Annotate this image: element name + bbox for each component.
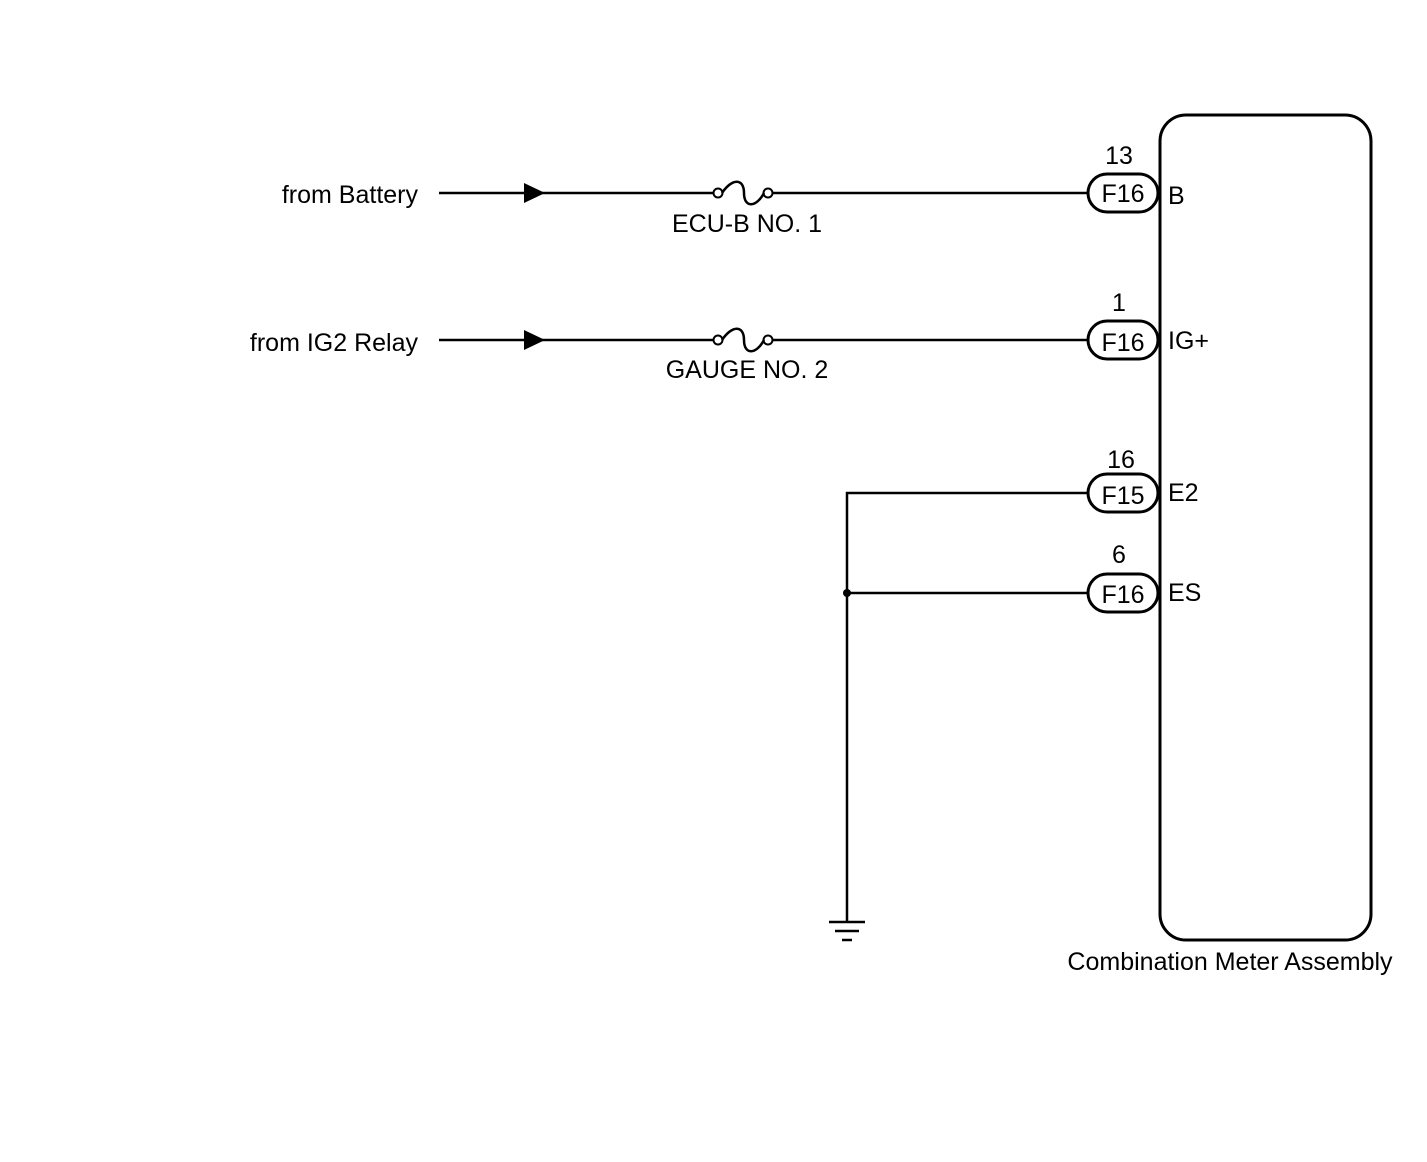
connector-f16-es <box>1086 572 1160 614</box>
connector-f15-e2 <box>1086 472 1160 514</box>
pin-number-b: 13 <box>1105 142 1133 170</box>
arrow-icon <box>524 183 545 203</box>
arrow-icon <box>524 330 545 350</box>
pin-number-ig: 1 <box>1112 289 1126 317</box>
source-label-ig2: from IG2 Relay <box>250 329 419 357</box>
connector-f16-b <box>1086 172 1160 214</box>
connector-label-es: F16 <box>1101 581 1144 609</box>
source-label-battery: from Battery <box>282 181 419 209</box>
connector-label-e2: F15 <box>1101 482 1144 510</box>
terminal-e2: E2 <box>1168 479 1199 507</box>
terminal-es: ES <box>1168 579 1201 607</box>
fuse-label-gauge: GAUGE NO. 2 <box>666 356 829 384</box>
connector-f16-ig <box>1086 319 1160 361</box>
fuse-icon <box>712 327 774 353</box>
junction-dot <box>843 589 851 597</box>
ground-icon <box>829 920 865 942</box>
combination-meter-box <box>1158 113 1373 942</box>
terminal-ig: IG+ <box>1168 327 1209 355</box>
fuse-label-ecu-b: ECU-B NO. 1 <box>672 210 822 238</box>
fuse-icon <box>712 180 774 206</box>
connector-label-ig: F16 <box>1101 329 1144 357</box>
component-label: Combination Meter Assembly <box>1067 948 1393 976</box>
pin-number-es: 6 <box>1112 541 1126 569</box>
terminal-b: B <box>1168 182 1185 210</box>
connector-label-b: F16 <box>1101 180 1144 208</box>
pin-number-e2: 16 <box>1107 446 1135 474</box>
